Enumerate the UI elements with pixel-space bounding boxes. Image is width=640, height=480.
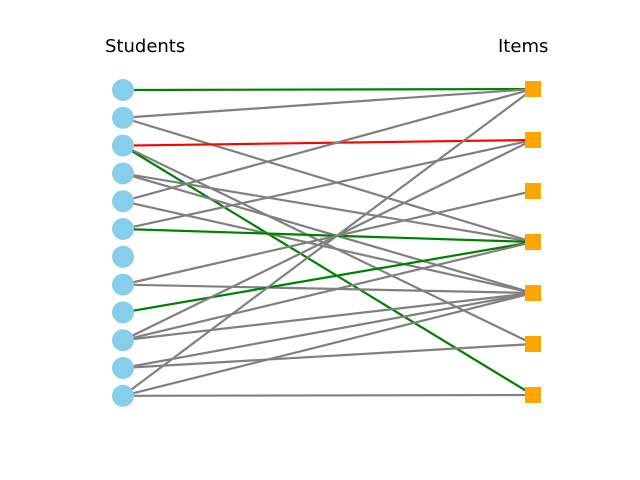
student-node-layer [112,79,134,407]
students-heading: Students [105,36,186,57]
edge-layer [122,87,534,397]
edge [122,88,534,397]
edge [122,240,534,342]
student-node [112,273,134,296]
edge [122,189,534,286]
student-node [112,357,134,379]
edge [122,116,534,244]
student-node [112,79,134,101]
student-node [112,384,134,407]
student-node [112,106,134,129]
student-node [112,162,134,185]
edge [122,144,534,396]
student-node [112,245,134,268]
edge [122,87,534,119]
item-node [525,285,541,301]
edge [122,139,534,342]
student-node [112,218,134,240]
edge [122,144,534,345]
item-node-layer [525,81,541,403]
item-node [525,387,541,403]
edge [122,283,534,295]
edge [122,200,534,295]
edge [122,291,534,342]
edge [122,342,534,370]
edge [122,172,534,244]
student-node [112,301,134,324]
item-node [525,336,541,352]
edge [122,138,534,231]
student-node [112,190,134,213]
item-node [525,132,541,148]
item-node [525,81,541,97]
item-node [525,234,541,250]
edge [122,393,534,397]
edge [122,227,534,244]
edge [122,291,534,370]
edge [122,172,534,295]
item-node [525,183,541,199]
items-heading: Items [498,36,549,57]
student-node [112,329,134,352]
edge [122,291,534,397]
edge [122,240,534,314]
edge [122,87,534,92]
student-node [112,134,134,157]
edge [122,87,534,203]
